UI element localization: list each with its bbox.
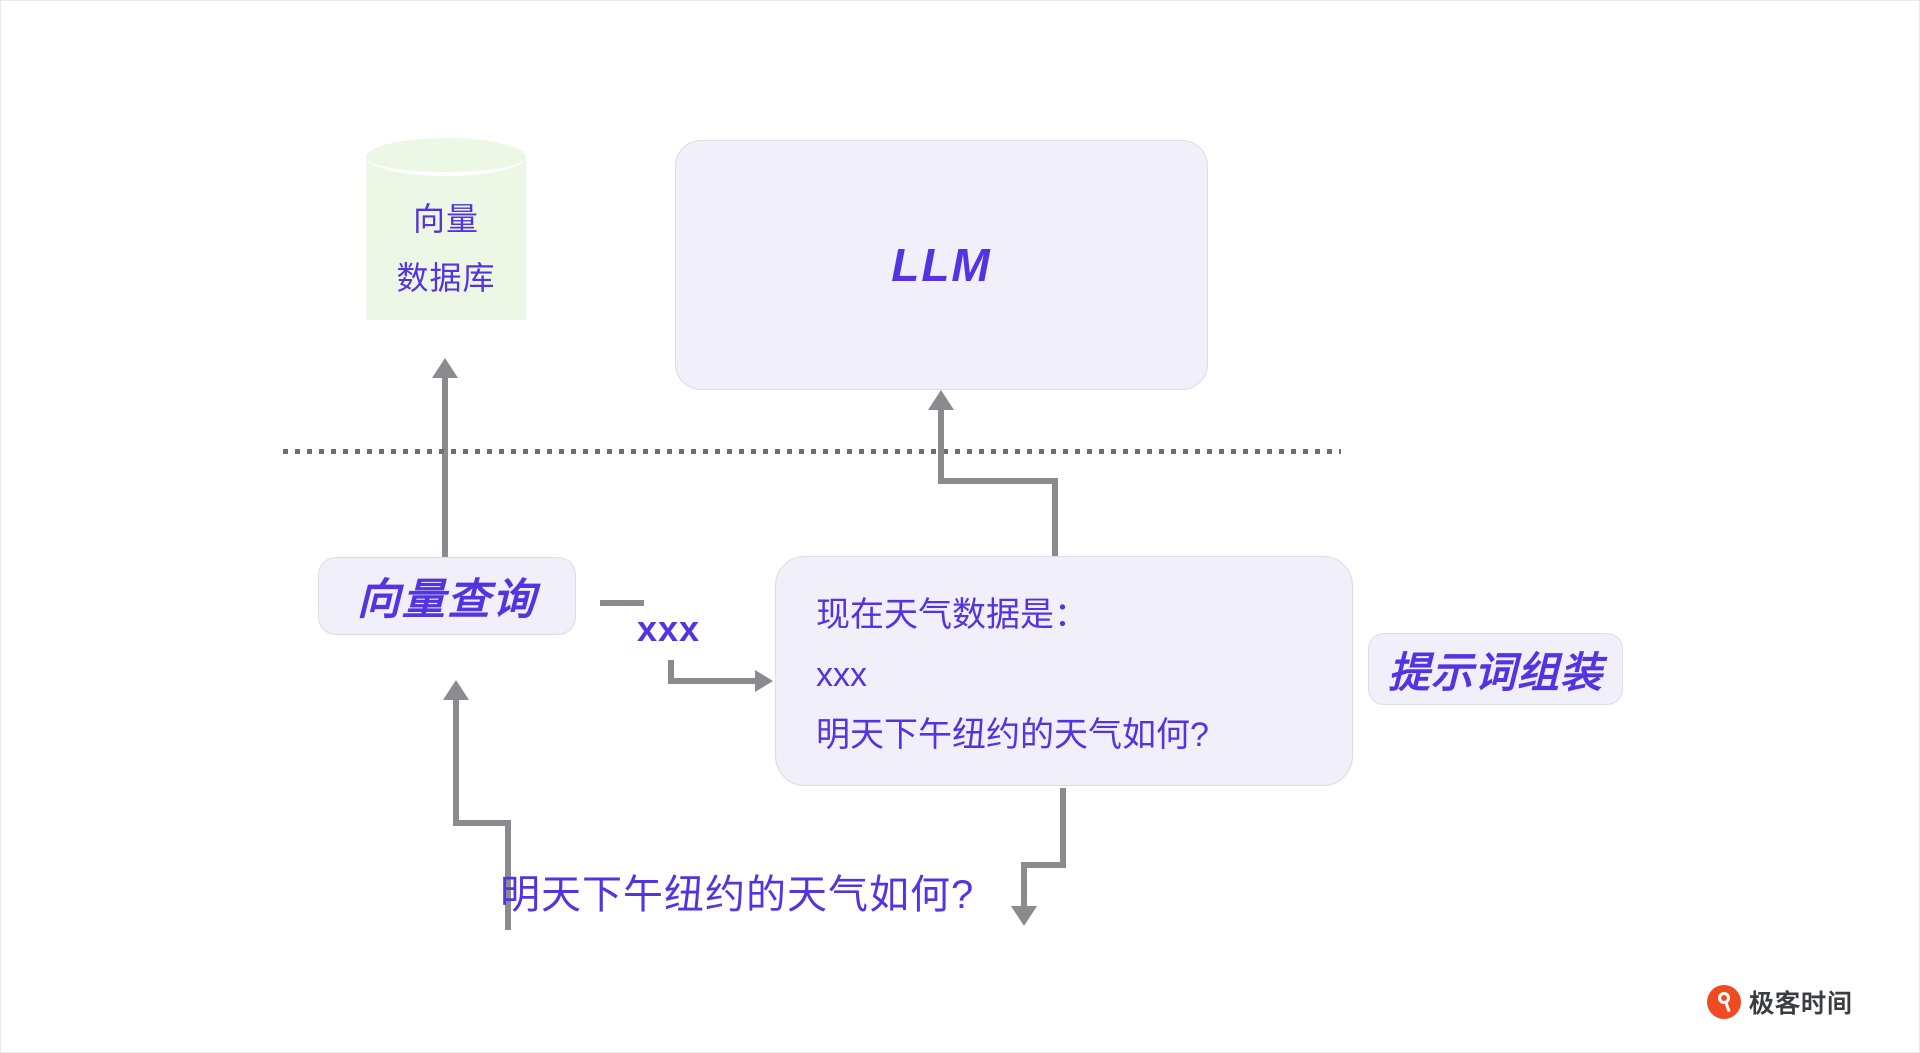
connector-retrieval-arrowhead (755, 670, 773, 692)
watermark: 极客时间 (1707, 984, 1853, 1020)
watermark-brand-label: 极客时间 (1749, 990, 1854, 1018)
cylinder-top-ellipse (366, 138, 526, 176)
connector-retrieval-elbow-horizontal (668, 678, 758, 684)
connector-query-to-db-arrowhead (432, 358, 458, 378)
connector-prompt-to-llm-arrowhead (928, 390, 954, 410)
geekbang-logo-icon (1707, 985, 1741, 1019)
prompt-node: 现在天气数据是： xxx 明天下午纽约的天气如何? (775, 556, 1353, 786)
prompt-line-1: 现在天气数据是： (816, 596, 1088, 634)
vector-database-label: 向量 数据库 (366, 190, 526, 308)
connector-question-to-query-vertical-right (505, 820, 511, 930)
connector-question-to-query-vertical-left (453, 700, 459, 824)
prompt-assembly-badge: 提示词组装 (1368, 633, 1623, 705)
retrieval-result-label: xxx (637, 608, 701, 649)
vector-query-label: 向量查询 (357, 576, 537, 624)
connector-question-to-query-arrowhead (443, 680, 469, 700)
connector-prompt-to-llm-vertical-right (1052, 478, 1058, 558)
connector-prompt-to-llm-vertical-left (938, 410, 944, 482)
connector-prompt-down-vertical-left (1021, 862, 1027, 910)
llm-label: LLM (891, 239, 992, 291)
llm-node: LLM (675, 140, 1208, 390)
connector-question-to-query-horizontal (453, 820, 511, 826)
retrieval-result-dash (600, 600, 644, 606)
vector-query-node: 向量查询 (318, 557, 576, 635)
prompt-line-2: xxx (816, 656, 867, 694)
connector-prompt-down-arrowhead (1011, 906, 1037, 926)
connector-prompt-down-vertical (1060, 788, 1066, 868)
connector-retrieval-elbow-vertical (668, 660, 674, 684)
user-question-label: 明天下午纽约的天气如何? (500, 873, 975, 917)
phase-divider (283, 449, 1341, 454)
cylinder-body (366, 156, 526, 320)
prompt-assembly-label: 提示词组装 (1387, 648, 1603, 696)
vector-database-label-line2: 数据库 (396, 260, 496, 296)
connector-query-to-db-line (442, 378, 448, 558)
connector-prompt-to-llm-horizontal (938, 478, 1058, 484)
prompt-line-3: 明天下午纽约的天气如何? (816, 716, 1209, 754)
connector-prompt-down-horizontal (1021, 862, 1066, 868)
vector-database-label-line1: 向量 (412, 201, 479, 237)
vector-database-node: 向量 数据库 (366, 138, 526, 338)
